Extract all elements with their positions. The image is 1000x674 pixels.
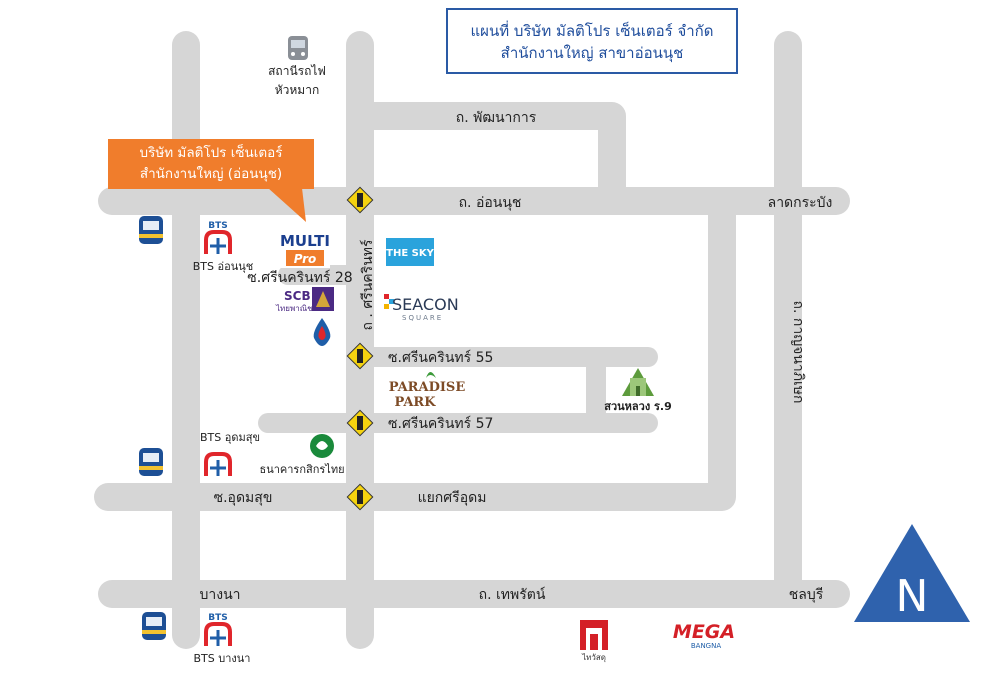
label-chonburi: ชลบุรี (789, 587, 824, 603)
scb-logo: SCB ไทยพาณิชย์ (275, 287, 334, 313)
train-icon-bangna (142, 612, 166, 640)
label-bts-onnut: BTS อ่อนนุช (193, 260, 253, 273)
traffic-signal-icon (346, 483, 374, 511)
paradise-park-logo: PARADISE PARK (389, 372, 466, 410)
label-bangna: บางนา (199, 587, 240, 603)
svg-text:PARK: PARK (394, 395, 436, 410)
label-udomsuk: ซ.อุดมสุข (214, 490, 273, 506)
label-soi-55: ซ.ศรีนครินทร์ 55 (388, 349, 493, 366)
label-onnut: ถ. อ่อนนุช (459, 195, 522, 211)
label-thepharat: ถ. เทพรัตน์ (479, 586, 546, 603)
road-phatthanakan (346, 102, 626, 215)
svg-text:THE SKY: THE SKY (386, 248, 434, 259)
svg-text:Pro: Pro (294, 252, 317, 266)
svg-text:SQUARE: SQUARE (402, 314, 443, 322)
svg-text:BTS: BTS (208, 613, 227, 623)
svg-text:N: N (896, 571, 929, 622)
traffic-signal-icon (346, 342, 374, 370)
label-bts-bangna: BTS บางนา (194, 652, 251, 665)
map-title: แผนที่ บริษัท มัลติโปร เซ็นเตอร์ จำกัด ส… (446, 8, 738, 74)
bts-logo-udomsuk (204, 452, 232, 476)
svg-text:SCB: SCB (284, 289, 311, 303)
bts-logo-bangna: BTS (204, 613, 232, 646)
map-title-line2: สำนักงานใหญ่ สาขาอ่อนนุช (500, 44, 684, 62)
svg-text:BANGNA: BANGNA (691, 642, 721, 650)
svg-text:MEGA: MEGA (673, 621, 735, 643)
thai-watsadu-logo: ไทวัสดุ (580, 620, 608, 662)
road-labels: ถ. พัฒนาการ ถ. อ่อนนุช ลาดกระบัง ถ . ศรี… (199, 110, 832, 603)
label-srinakarin: ถ . ศรีนครินทร์ (359, 239, 376, 330)
park-icon (622, 368, 654, 396)
label-lat-krabang: ลาดกระบัง (768, 195, 833, 211)
kasikorn-bank-logo (310, 434, 334, 458)
traffic-signal-icon (346, 409, 374, 437)
label-phatthanakan: ถ. พัฒนาการ (456, 110, 537, 126)
svg-text:BTS: BTS (208, 221, 227, 231)
callout-line2: สำนักงานใหญ่ (อ่อนนุช) (139, 166, 283, 182)
headquarters-callout: บริษัท มัลติโปร เซ็นเตอร์ สำนักงานใหญ่ (… (108, 139, 314, 189)
north-compass-icon: N (854, 524, 970, 622)
train-station-icon (288, 36, 308, 60)
svg-text:SEACON: SEACON (392, 295, 459, 314)
train-icon-onnut (139, 216, 163, 244)
multipro-logo: MULTI Pro (280, 226, 330, 268)
label-yaek-sriudom: แยกศรีอุดม (418, 490, 487, 506)
train-icon-udomsuk (139, 448, 163, 476)
svg-text:ไทวัสดุ: ไทวัสดุ (581, 653, 606, 662)
svg-text:ไทยพาณิชย์: ไทยพาณิชย์ (275, 303, 317, 313)
svg-text:PARADISE: PARADISE (389, 380, 466, 395)
label-soi-28: ซ.ศรีนครินทร์ 28 (247, 269, 352, 286)
label-kbank: ธนาคารกสิกรไทย (259, 463, 344, 476)
callout-line1: บริษัท มัลติโปร เซ็นเตอร์ (139, 145, 283, 161)
road-udomsuk (94, 187, 736, 511)
road-network (94, 31, 850, 649)
station-label-1: สถานีรถไฟ (268, 64, 326, 78)
svg-text:MULTI: MULTI (280, 232, 330, 250)
label-suan-luang: สวนหลวง ร.9 (604, 400, 672, 413)
bts-logo-onnut: BTS (204, 221, 232, 254)
callout-pointer (268, 188, 306, 222)
mega-bangna-logo: MEGA BANGNA (673, 621, 735, 650)
station-label-2: หัวหมาก (275, 83, 319, 97)
seacon-square-logo: SEACON SQUARE (384, 294, 459, 322)
label-bts-udomsuk: BTS อุดมสุข (200, 431, 260, 444)
gas-station-icon (313, 318, 331, 346)
traffic-signal-icon (346, 186, 374, 214)
label-kanchanaphisek: ถ. กาญจนาภิเษก (790, 301, 806, 404)
map-title-line1: แผนที่ บริษัท มัลติโปร เซ็นเตอร์ จำกัด (470, 22, 714, 40)
label-soi-57: ซ.ศรีนครินทร์ 57 (388, 415, 493, 432)
the-sky-logo: THE SKY (386, 238, 435, 266)
